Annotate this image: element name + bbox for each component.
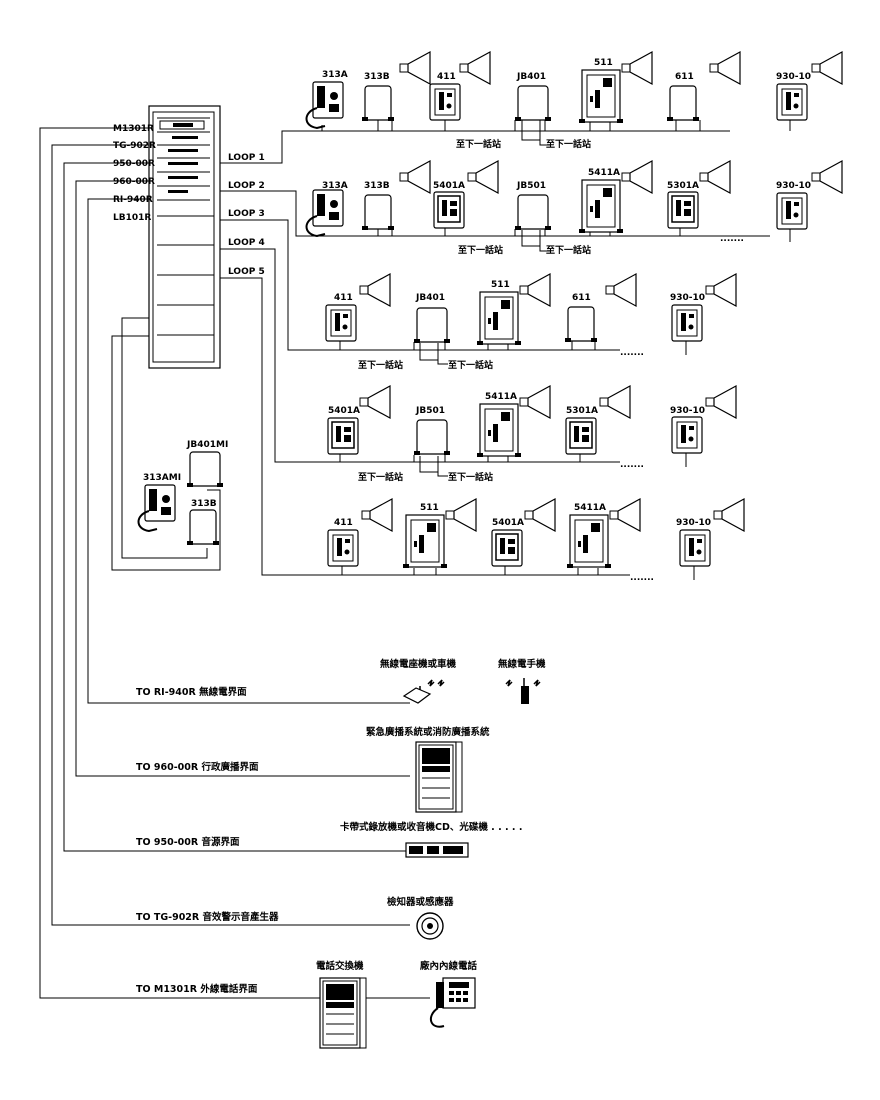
detector-label: 檢知器或感應器 xyxy=(387,896,454,908)
radio-base-label: 無線電座機或車機 xyxy=(380,658,457,670)
local-313ami-label: 313AMI xyxy=(143,473,181,483)
loop-2-label: LOOP 2 xyxy=(228,181,265,191)
audio-source-label: 卡帶式錄放機或收音機CD、光碟機 . . . . . xyxy=(340,821,522,833)
loop-lines: LOOP 1 LOOP 2 LOOP 3 LOOP 4 LOOP 5 xyxy=(220,130,770,576)
row2-jb501-label: JB501 xyxy=(516,181,546,191)
rack-label-95000r: 950-00R xyxy=(113,159,155,169)
loop-5-row: 411 511 5401A 5411A 930-10 ....... xyxy=(327,498,745,583)
row4-930-label: 930-10 xyxy=(670,406,705,416)
row1-313a-label: 313A xyxy=(322,70,348,80)
rack-labels: M1301R TG-902R 950-00R 960-00R RI-940R L… xyxy=(113,124,156,223)
row1-next-left: 至下一話站 xyxy=(456,138,501,150)
emergency-broadcast-label: 緊急廣播系統或消防廣播系統 xyxy=(366,726,490,738)
sensor-icon xyxy=(416,912,444,940)
cassette-player-icon xyxy=(405,842,469,858)
loop-5-label: LOOP 5 xyxy=(228,267,265,277)
row1-313b-label: 313B xyxy=(364,72,390,82)
audio-source-interface: TO 950-00R 音源界面 卡帶式錄放機或收音機CD、光碟機 . . . .… xyxy=(136,821,522,858)
loop-1-label: LOOP 1 xyxy=(228,153,265,163)
loop-2-row: 313A 313B 5401A JB501 5411A 5301A 930-10… xyxy=(305,160,843,256)
loop-4-label: LOOP 4 xyxy=(228,238,265,248)
local-313b-label: 313B xyxy=(191,499,217,509)
desk-phone-icon xyxy=(429,977,476,1028)
row3-jb401-label: JB401 xyxy=(415,293,445,303)
row1-511-label: 511 xyxy=(594,58,613,68)
pbx-label: 電話交換機 xyxy=(316,960,364,972)
row3-next-right: 至下一話站 xyxy=(448,359,493,371)
row2-313b-label: 313B xyxy=(364,181,390,191)
interface-95000r-label: TO 950-00R 音源界面 xyxy=(136,836,240,848)
row4-5301a-label: 5301A xyxy=(566,406,598,416)
interface-bus xyxy=(39,127,430,999)
radio-base-icon xyxy=(402,687,432,704)
row1-411-label: 411 xyxy=(437,72,456,82)
row1-611-label: 611 xyxy=(675,72,694,82)
row3-511-label: 511 xyxy=(491,280,510,290)
row2-ellipsis: ....... xyxy=(720,234,744,244)
loop-3-row: 411 JB401 511 611 930-10 ....... 至下一話站 至… xyxy=(325,273,737,371)
row2-313a-label: 313A xyxy=(322,181,348,191)
rack-label-lb101r: LB101R xyxy=(113,213,151,223)
row1-next-right: 至下一話站 xyxy=(546,138,591,150)
row4-5401a-label: 5401A xyxy=(328,406,360,416)
row3-930-label: 930-10 xyxy=(670,293,705,303)
row5-5401a-label: 5401A xyxy=(492,518,524,528)
row3-next-left: 至下一話站 xyxy=(358,359,403,371)
row2-930-label: 930-10 xyxy=(776,181,811,191)
row4-jb501-label: JB501 xyxy=(415,406,445,416)
loop-4-row: 5401A JB501 5411A 5301A 930-10 ....... 至… xyxy=(327,385,737,483)
main-rack xyxy=(148,105,221,369)
row2-next-right: 至下一話站 xyxy=(546,244,591,256)
alarm-tone-interface: TO TG-902R 音效警示音產生器 檢知器或感應器 xyxy=(136,896,454,940)
rack-label-tg902r: TG-902R xyxy=(113,141,156,151)
row5-930-label: 930-10 xyxy=(676,518,711,528)
row5-5411a-label: 5411A xyxy=(574,503,606,513)
row4-next-left: 至下一話站 xyxy=(358,471,403,483)
pbx-cabinet-icon xyxy=(319,977,367,1049)
interface-m1301r-label: TO M1301R 外線電話界面 xyxy=(136,983,258,995)
internal-phone-label: 廠內內線電話 xyxy=(420,960,478,972)
loop-1-row: 313A 313B 411 JB401 511 611 930-10 至下一話站… xyxy=(305,51,843,150)
row4-5411a-label: 5411A xyxy=(485,392,517,402)
row4-ellipsis: ....... xyxy=(620,460,644,470)
rack-label-96000r: 960-00R xyxy=(113,177,155,187)
row5-ellipsis: ....... xyxy=(630,573,654,583)
radio-interface: TO RI-940R 無線電界面 無線電座機或車機 無線電手機 xyxy=(136,658,546,704)
local-station-group: JB401MI 313AMI 313B xyxy=(111,317,228,571)
broadcast-rack-icon xyxy=(415,741,463,813)
local-jb401mi-label: JB401MI xyxy=(186,440,228,450)
rack-label-m1301r: M1301R xyxy=(113,124,154,134)
row1-jb401-label: JB401 xyxy=(516,72,546,82)
radio-handheld-icon xyxy=(505,678,541,704)
row4-next-right: 至下一話站 xyxy=(448,471,493,483)
row5-511-label: 511 xyxy=(420,503,439,513)
row5-411-label: 411 xyxy=(334,518,353,528)
row3-ellipsis: ....... xyxy=(620,348,644,358)
loop-3-label: LOOP 3 xyxy=(228,209,265,219)
row3-411-label: 411 xyxy=(334,293,353,303)
rack-label-ri940r: RI-940R xyxy=(113,195,153,205)
interface-tg902r-label: TO TG-902R 音效警示音產生器 xyxy=(136,911,279,923)
row2-5401a-label: 5401A xyxy=(433,181,465,191)
row3-611-label: 611 xyxy=(572,293,591,303)
interface-ri940r-label: TO RI-940R 無線電界面 xyxy=(136,686,247,698)
interface-96000r-label: TO 960-00R 行政廣播界面 xyxy=(136,761,259,773)
radio-handheld-label: 無線電手機 xyxy=(498,658,546,670)
row2-next-left: 至下一話站 xyxy=(458,244,503,256)
row1-930-label: 930-10 xyxy=(776,72,811,82)
row2-5411a-label: 5411A xyxy=(588,168,620,178)
telephone-interface: TO M1301R 外線電話界面 電話交換機 廠內內線電話 xyxy=(136,960,478,1049)
row2-5301a-label: 5301A xyxy=(667,181,699,191)
paging-interface: TO 960-00R 行政廣播界面 緊急廣播系統或消防廣播系統 xyxy=(136,726,490,813)
